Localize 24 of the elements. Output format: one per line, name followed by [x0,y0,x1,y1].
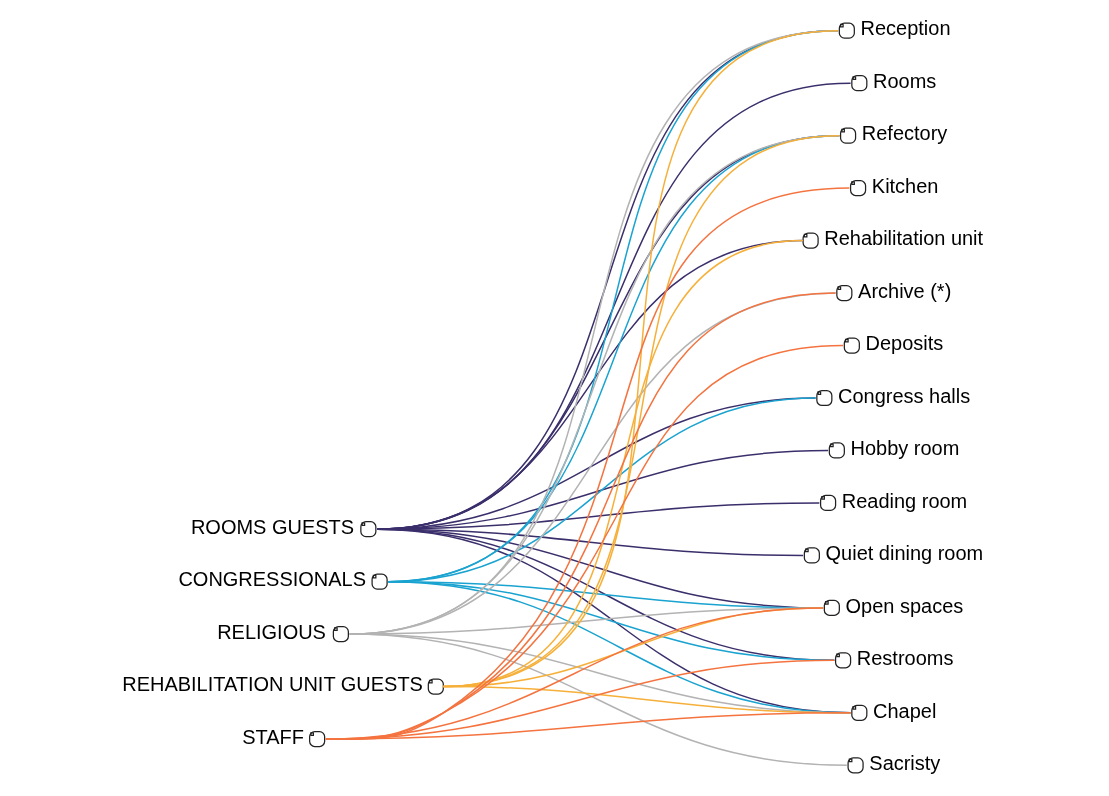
connector [387,580,852,714]
node-label: RELIGIOUS [217,620,326,643]
node-label: Kitchen [871,174,939,197]
node-label: Quiet dining room [825,542,984,565]
node-label: Congress halls [838,384,971,407]
node-label: ROOMS GUESTS [190,515,355,538]
node-label: Archive (*) [858,279,952,302]
node-label: STAFF [242,725,304,748]
node-label: Hobby room [850,437,960,460]
connector [376,528,852,714]
node-label: Reading room [841,489,968,512]
node-label: Sacristy [869,752,941,775]
node-label: Restrooms [856,647,954,670]
node-label: Rehabilitation unit [824,227,984,250]
connector [325,712,852,740]
node-label: Deposits [865,332,944,355]
connector [348,633,848,767]
node-label: Rooms [873,69,937,92]
node-label: REHABILITATION UNIT GUESTS [122,673,423,696]
node-label: Open spaces [845,594,964,617]
node-label: Refectory [861,122,948,145]
node-label: CONGRESSIONALS [178,568,366,591]
node-label: Chapel [873,699,937,722]
node-label: Reception [860,17,951,40]
